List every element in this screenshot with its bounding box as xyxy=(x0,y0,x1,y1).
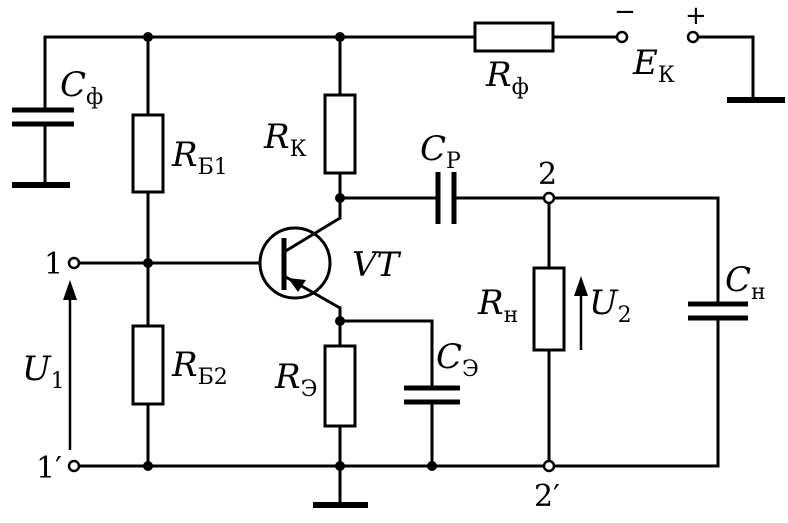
label-cf: Cф xyxy=(60,65,103,110)
terminal-plus xyxy=(686,30,700,44)
terminal-label-1-prime: 1′ xyxy=(36,451,62,486)
terminal-label-2: 2 xyxy=(538,157,557,192)
label-rb2: RБ2 xyxy=(171,345,228,390)
plus-ground-wire xyxy=(695,35,755,102)
label-u1: U1 xyxy=(22,349,65,394)
label-rn: Rн xyxy=(477,283,518,328)
capacitor-cf xyxy=(12,107,74,127)
plus-sign: + xyxy=(685,1,707,31)
terminal-2-prime xyxy=(542,459,556,473)
transistor-vt xyxy=(258,216,341,310)
label-rb1: RБ1 xyxy=(171,135,228,180)
terminal-label-2-prime: 2′ xyxy=(534,479,560,514)
label-rf: Rф xyxy=(485,55,529,100)
label-cr: CР xyxy=(420,129,461,174)
emitter-arrow-icon xyxy=(288,278,306,292)
label-vt: VT xyxy=(352,245,402,285)
resistor-rk xyxy=(323,93,357,175)
ce-top-wire xyxy=(338,319,434,390)
junction-dots xyxy=(143,32,437,471)
label-cn: Cн xyxy=(725,260,766,305)
terminal-1 xyxy=(67,256,81,270)
label-re: RЭ xyxy=(274,357,317,402)
label-ce: CЭ xyxy=(436,337,479,382)
resistor-re xyxy=(323,344,357,428)
u2-arrow-icon xyxy=(574,276,588,350)
terminal-2 xyxy=(542,191,556,205)
resistor-rb1 xyxy=(131,113,165,194)
resistor-rb2 xyxy=(131,324,165,406)
terminal-label-1: 1 xyxy=(44,247,63,282)
resistor-rf xyxy=(473,21,555,53)
label-ek: EК xyxy=(632,43,675,88)
terminal-minus xyxy=(615,30,629,44)
label-rk: RК xyxy=(263,117,307,162)
minus-sign: − xyxy=(614,0,636,27)
capacitor-cr xyxy=(435,172,457,224)
resistor-rn xyxy=(532,266,566,352)
terminal-1-prime xyxy=(67,459,81,473)
u1-arrow-icon xyxy=(63,280,77,450)
label-u2: U2 xyxy=(589,283,632,328)
capacitor-ce xyxy=(404,385,460,405)
capacitor-cn xyxy=(688,301,748,321)
